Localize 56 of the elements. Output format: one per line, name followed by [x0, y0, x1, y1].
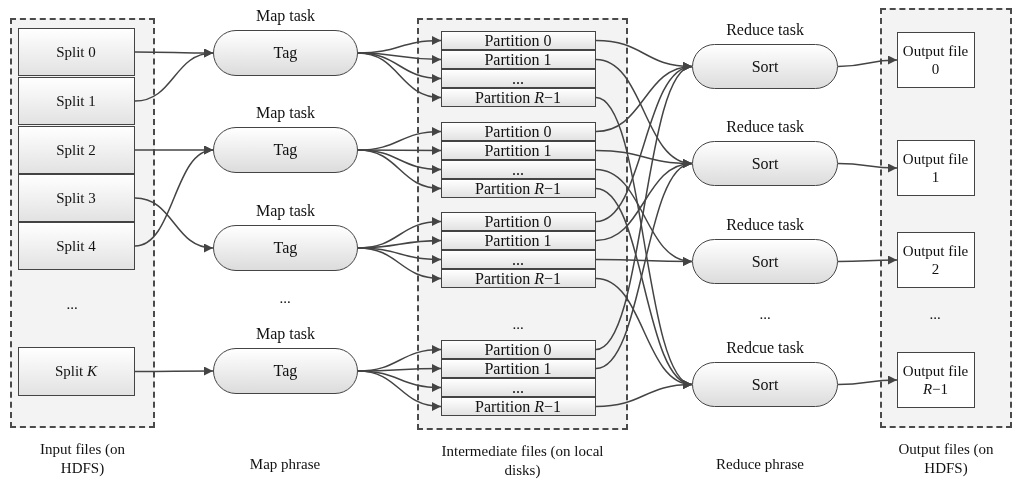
arrow [595, 256, 693, 266]
partition-row: Partition 0 [440, 121, 596, 141]
arrow [837, 162, 898, 173]
output-file-box: Output file 0 [896, 31, 975, 88]
split-box: Split 1 [17, 76, 135, 125]
arrow [134, 49, 214, 102]
task-pill: Sort [692, 141, 838, 186]
arrow [134, 147, 214, 247]
arrow [595, 65, 693, 351]
output-file-box: Output file 2 [896, 231, 975, 288]
output-file-box: Output file 1 [896, 139, 975, 196]
task-pill: Tag [213, 127, 358, 173]
task-heading: Reduce task [725, 216, 805, 234]
task-pill: Sort [692, 239, 838, 284]
task-heading: Reduce task [725, 118, 805, 136]
arrow [595, 162, 693, 370]
task-heading: Reduce task [725, 21, 805, 39]
task-heading: Map task [254, 325, 317, 343]
task-heading: Map task [254, 104, 317, 122]
ellipsis-text: ... [928, 306, 942, 323]
task-heading: Redcue task [725, 339, 805, 357]
group-caption: Output files (on HDFS) [897, 440, 995, 478]
arrow [357, 149, 442, 193]
partition-row: Partition 0 [440, 211, 596, 231]
partition-row: Partition 0 [440, 30, 596, 50]
group-caption: Intermediate files (on local disks) [440, 442, 605, 480]
output-file-box: Output file R−1 [896, 351, 975, 408]
split-box: Split 4 [17, 221, 135, 270]
task-pill: Tag [213, 348, 358, 394]
ellipsis-text: ... [65, 296, 79, 313]
partition-row: Partition 0 [440, 339, 596, 359]
split-box: Split 2 [17, 125, 135, 174]
ellipsis-text: ... [511, 316, 525, 333]
arrow [837, 375, 898, 386]
ellipsis-text: ... [278, 290, 292, 307]
arrow [837, 55, 898, 68]
task-pill: Tag [213, 225, 358, 271]
arrow [595, 380, 693, 408]
arrow [357, 247, 442, 283]
phase-label: Reduce phrase [715, 456, 805, 473]
task-pill: Sort [692, 362, 838, 407]
ellipsis-text: ... [758, 306, 772, 323]
arrow [134, 366, 214, 376]
task-heading: Map task [254, 202, 317, 220]
group-caption: Input files (on HDFS) [39, 440, 126, 478]
arrow [595, 96, 693, 386]
arrow [134, 197, 214, 252]
split-box: Split 3 [17, 173, 135, 222]
arrow [357, 370, 442, 411]
arrow [837, 255, 898, 265]
task-pill: Tag [213, 30, 358, 76]
task-heading: Map task [254, 7, 317, 25]
split-box: Split K [17, 346, 135, 396]
phase-label: Map phrase [248, 456, 322, 473]
split-box: Split 0 [17, 27, 135, 76]
task-pill: Sort [692, 44, 838, 89]
